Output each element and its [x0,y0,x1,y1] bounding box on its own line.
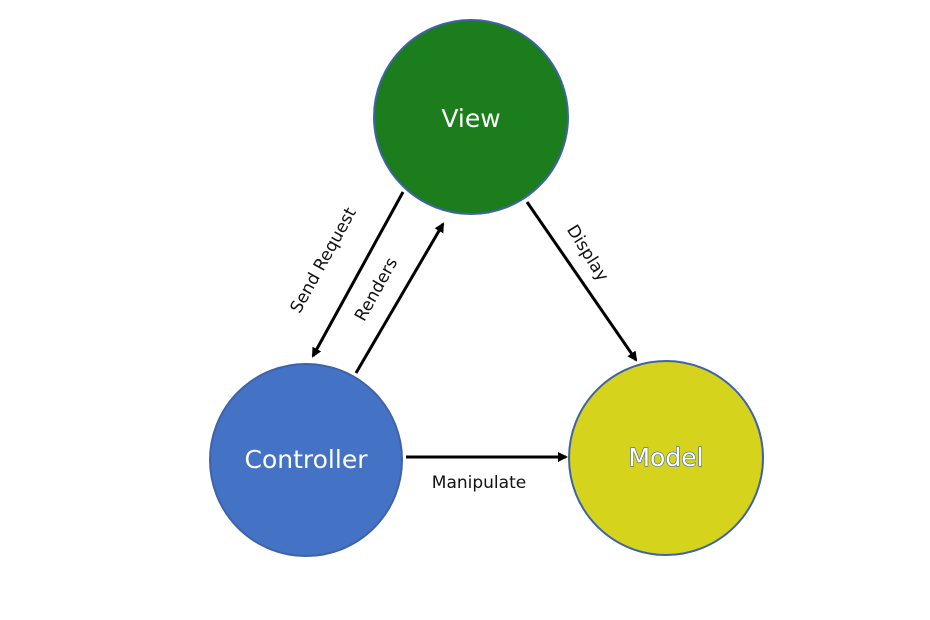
model-node [568,360,764,556]
manipulate-label: Manipulate [432,473,526,493]
view-label: View [441,104,500,133]
send-request-arrow [311,191,405,358]
controller-node [209,363,403,557]
controller-label: Controller [245,445,369,474]
renders-arrow [354,222,445,374]
send-request-label: Send Request [286,204,361,317]
display-arrow [525,201,638,362]
renders-label: Renders [351,254,402,325]
display-label: Display [562,221,612,285]
view-node [373,19,569,215]
model-label: Model [628,443,703,472]
